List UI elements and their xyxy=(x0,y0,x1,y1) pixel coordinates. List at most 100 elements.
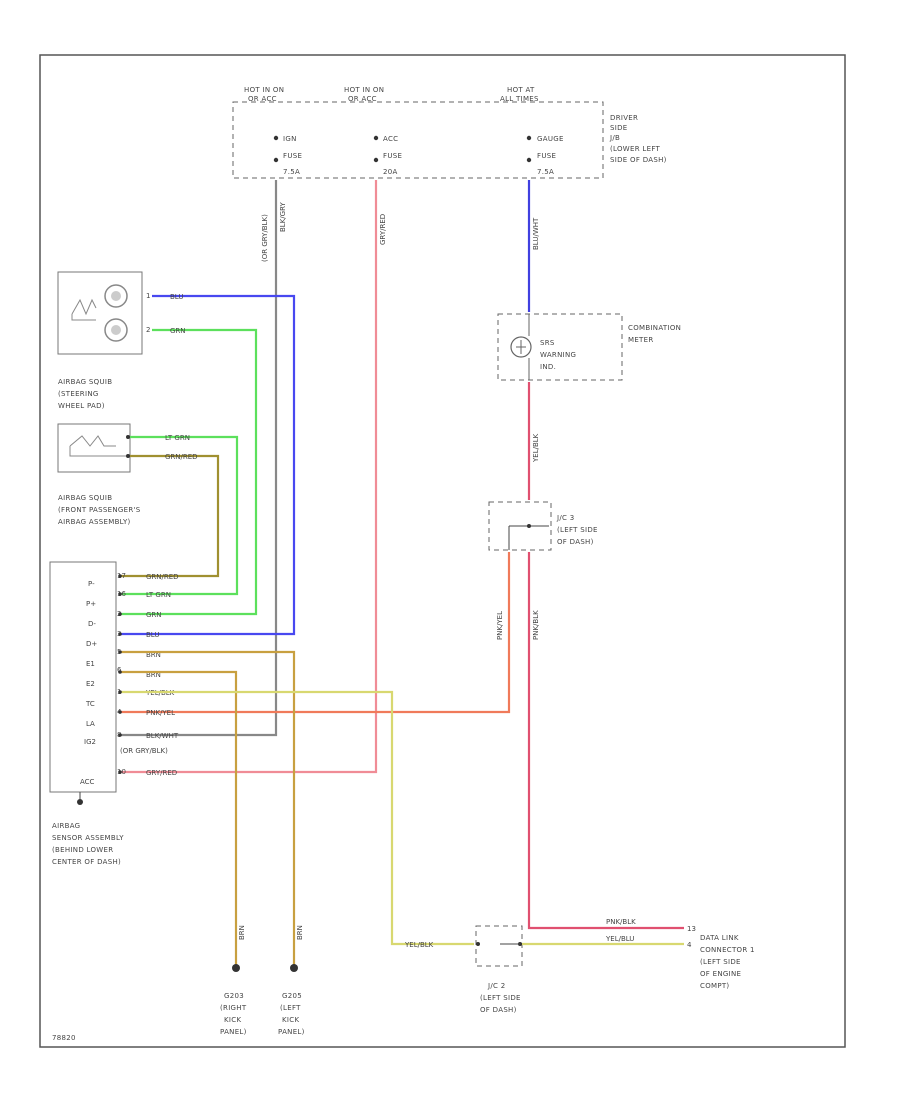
gauge-fuse-name: GAUGE xyxy=(537,135,564,143)
ground-g203-label-3: PANEL) xyxy=(220,1028,247,1036)
wire-label-pnk-blk-jc3: PNK/BLK xyxy=(532,610,540,640)
steering-squib-label-3: WHEEL PAD) xyxy=(58,402,105,410)
steering-squib-label-2: (STEERING xyxy=(58,390,99,398)
jc3-label-1: J/C 3 xyxy=(556,514,575,522)
ground-g205-label-2: KICK xyxy=(282,1016,299,1024)
srs-lamp-label-2: WARNING xyxy=(540,351,576,359)
wire-label-grn-red-sensor: GRN/RED xyxy=(146,573,179,581)
sensor-label-2: SENSOR ASSEMBLY xyxy=(52,834,124,842)
acc-fuse-rating: 20A xyxy=(383,168,398,176)
wire-label-brn-e2: BRN xyxy=(146,671,161,679)
dlc-pin-4: 4 xyxy=(687,941,692,949)
wire-label-grn-red: GRN/RED xyxy=(165,453,198,461)
wire-gry-red-acc xyxy=(120,180,378,774)
sensor-label-4: CENTER OF DASH) xyxy=(52,858,121,866)
squib-1-icon xyxy=(104,284,128,308)
diagram-code: 78820 xyxy=(52,1034,76,1042)
ground-g203-label-1: (RIGHT xyxy=(220,1004,247,1012)
dlc-label-1: DATA LINK xyxy=(700,934,739,942)
sensor-label-3: (BEHIND LOWER xyxy=(52,846,113,854)
wire-label-blk-gry: BLK/GRY xyxy=(279,202,287,232)
sensor-pin-p-plus: P+ xyxy=(86,600,96,608)
wire-label-gry-red-top: GRY/RED xyxy=(379,214,387,245)
jb-label-line-4: (LOWER LEFT xyxy=(610,145,661,153)
wire-grn-red xyxy=(120,454,220,578)
srs-lamp-label-3: IND. xyxy=(540,363,556,371)
sensor-pin-labels: P- P+ D- D+ E1 E2 TC LA IG2 ACC xyxy=(80,580,97,786)
jb-label-line-2: SIDE xyxy=(610,124,628,132)
wire-label-blu-sensor: BLU xyxy=(146,631,159,639)
sensor-pin-d-minus: D- xyxy=(88,620,96,628)
wire-blk-gry-ign xyxy=(120,180,278,737)
ground-g203-id: G203 xyxy=(224,992,244,1000)
sensor-pin-acc: ACC xyxy=(80,778,95,786)
wire-label-blk-wht-sensor: BLK/WHT xyxy=(146,732,179,740)
wire-label-yel-blk-jc2: YEL/BLK xyxy=(404,941,434,949)
jc3-box xyxy=(488,501,552,551)
wire-brn-e2 xyxy=(120,670,238,965)
sensor-pin-ig2: IG2 xyxy=(84,738,96,746)
gauge-fuse-rating: 7.5A xyxy=(537,168,554,176)
ign-fuse-type: FUSE xyxy=(283,152,302,160)
wire-label-brn-g203: BRN xyxy=(238,925,246,940)
steering-squib-pin-1: 1 xyxy=(146,292,150,300)
ign-fuse-name: IGN xyxy=(283,135,297,143)
diagram-frame xyxy=(39,54,846,1048)
ground-g203-label-2: KICK xyxy=(224,1016,241,1024)
sensor-pin-p-minus: P- xyxy=(88,580,95,588)
ign-fuse-rating: 7.5A xyxy=(283,168,300,176)
wire-label-brn-g205: BRN xyxy=(296,925,304,940)
sensor-label-1: AIRBAG xyxy=(52,822,80,830)
sensor-pin-d-plus: D+ xyxy=(86,640,97,648)
wire-blu xyxy=(120,294,296,636)
wire-grn xyxy=(120,328,258,616)
ground-g203-icon xyxy=(232,964,240,972)
wire-label-lt-grn-sensor: LT GRN xyxy=(146,591,171,599)
gauge-fuse-hot-label-1: HOT AT xyxy=(507,86,535,94)
acc-fuse-name: ACC xyxy=(383,135,398,143)
jc2-label-2: (LEFT SIDE xyxy=(480,994,521,1002)
ground-g205-label-3: PANEL) xyxy=(278,1028,305,1036)
dlc-label-5: COMPT) xyxy=(700,982,729,990)
sensor-pin-la: LA xyxy=(86,720,95,728)
ign-fuse-hot-label-1: HOT IN ON xyxy=(244,86,284,94)
acc-fuse-hot-label-2: OR ACC xyxy=(348,95,377,103)
ground-g205-label-1: (LEFT xyxy=(280,1004,301,1012)
ign-fuse: IGN FUSE 7.5A xyxy=(273,135,302,176)
steering-squib-box xyxy=(57,271,143,355)
wire-label-yel-blu-dlc: YEL/BLU xyxy=(605,935,634,943)
sensor-pin-numbers: 17 16 2 3 5 6 1 4 8 10 xyxy=(117,572,126,776)
ign-fuse-hot-label-2: OR ACC xyxy=(248,95,277,103)
passenger-squib-label-3: AIRBAG ASSEMBLY) xyxy=(58,518,131,526)
wire-yel-blk-sensor xyxy=(120,690,474,946)
wire-pnk-yel-tc xyxy=(120,552,511,714)
wire-brn-e1 xyxy=(120,650,296,965)
acc-fuse-type: FUSE xyxy=(383,152,402,160)
wire-label-grn: GRN xyxy=(170,327,186,335)
sensor-pin-e2: E2 xyxy=(86,680,95,688)
wire-label-yel-blk-meter: YEL/BLK xyxy=(532,433,540,463)
sensor-connector-dots xyxy=(118,574,122,774)
steering-squib-label-1: AIRBAG SQUIB xyxy=(58,378,112,386)
srs-warning-lamp-icon xyxy=(510,336,532,358)
wire-label-blu: BLU xyxy=(170,293,183,301)
sensor-pin-tc: TC xyxy=(85,700,95,708)
srs-lamp-label-1: SRS xyxy=(540,339,555,347)
gauge-fuse-hot-label-2: ALL TIMES xyxy=(500,95,539,103)
dlc-label-2: CONNECTOR 1 xyxy=(700,946,755,954)
wire-label-pnk-blk-dlc: PNK/BLK xyxy=(606,918,636,926)
jc3-label-3: OF DASH) xyxy=(557,538,594,546)
gauge-fuse-type: FUSE xyxy=(537,152,556,160)
steering-squib-pin-2: 2 xyxy=(146,326,150,334)
jc2-box xyxy=(475,925,523,967)
wire-label-pnk-yel-jc3: PNK/YEL xyxy=(496,611,504,640)
combination-meter-label-2: METER xyxy=(628,336,654,344)
dlc-label-3: (LEFT SIDE xyxy=(700,958,741,966)
wire-label-or-gry-blk-top: (OR GRY/BLK) xyxy=(261,214,269,262)
dlc-pin-13: 13 xyxy=(687,925,696,933)
wire-pnk-blk-dlc xyxy=(527,552,684,930)
wire-label-blu-wht: BLU/WHT xyxy=(532,217,540,250)
wire-lt-grn xyxy=(120,435,239,596)
wire-label-brn-e1: BRN xyxy=(146,651,161,659)
wire-label-lt-grn: LT GRN xyxy=(165,434,190,442)
